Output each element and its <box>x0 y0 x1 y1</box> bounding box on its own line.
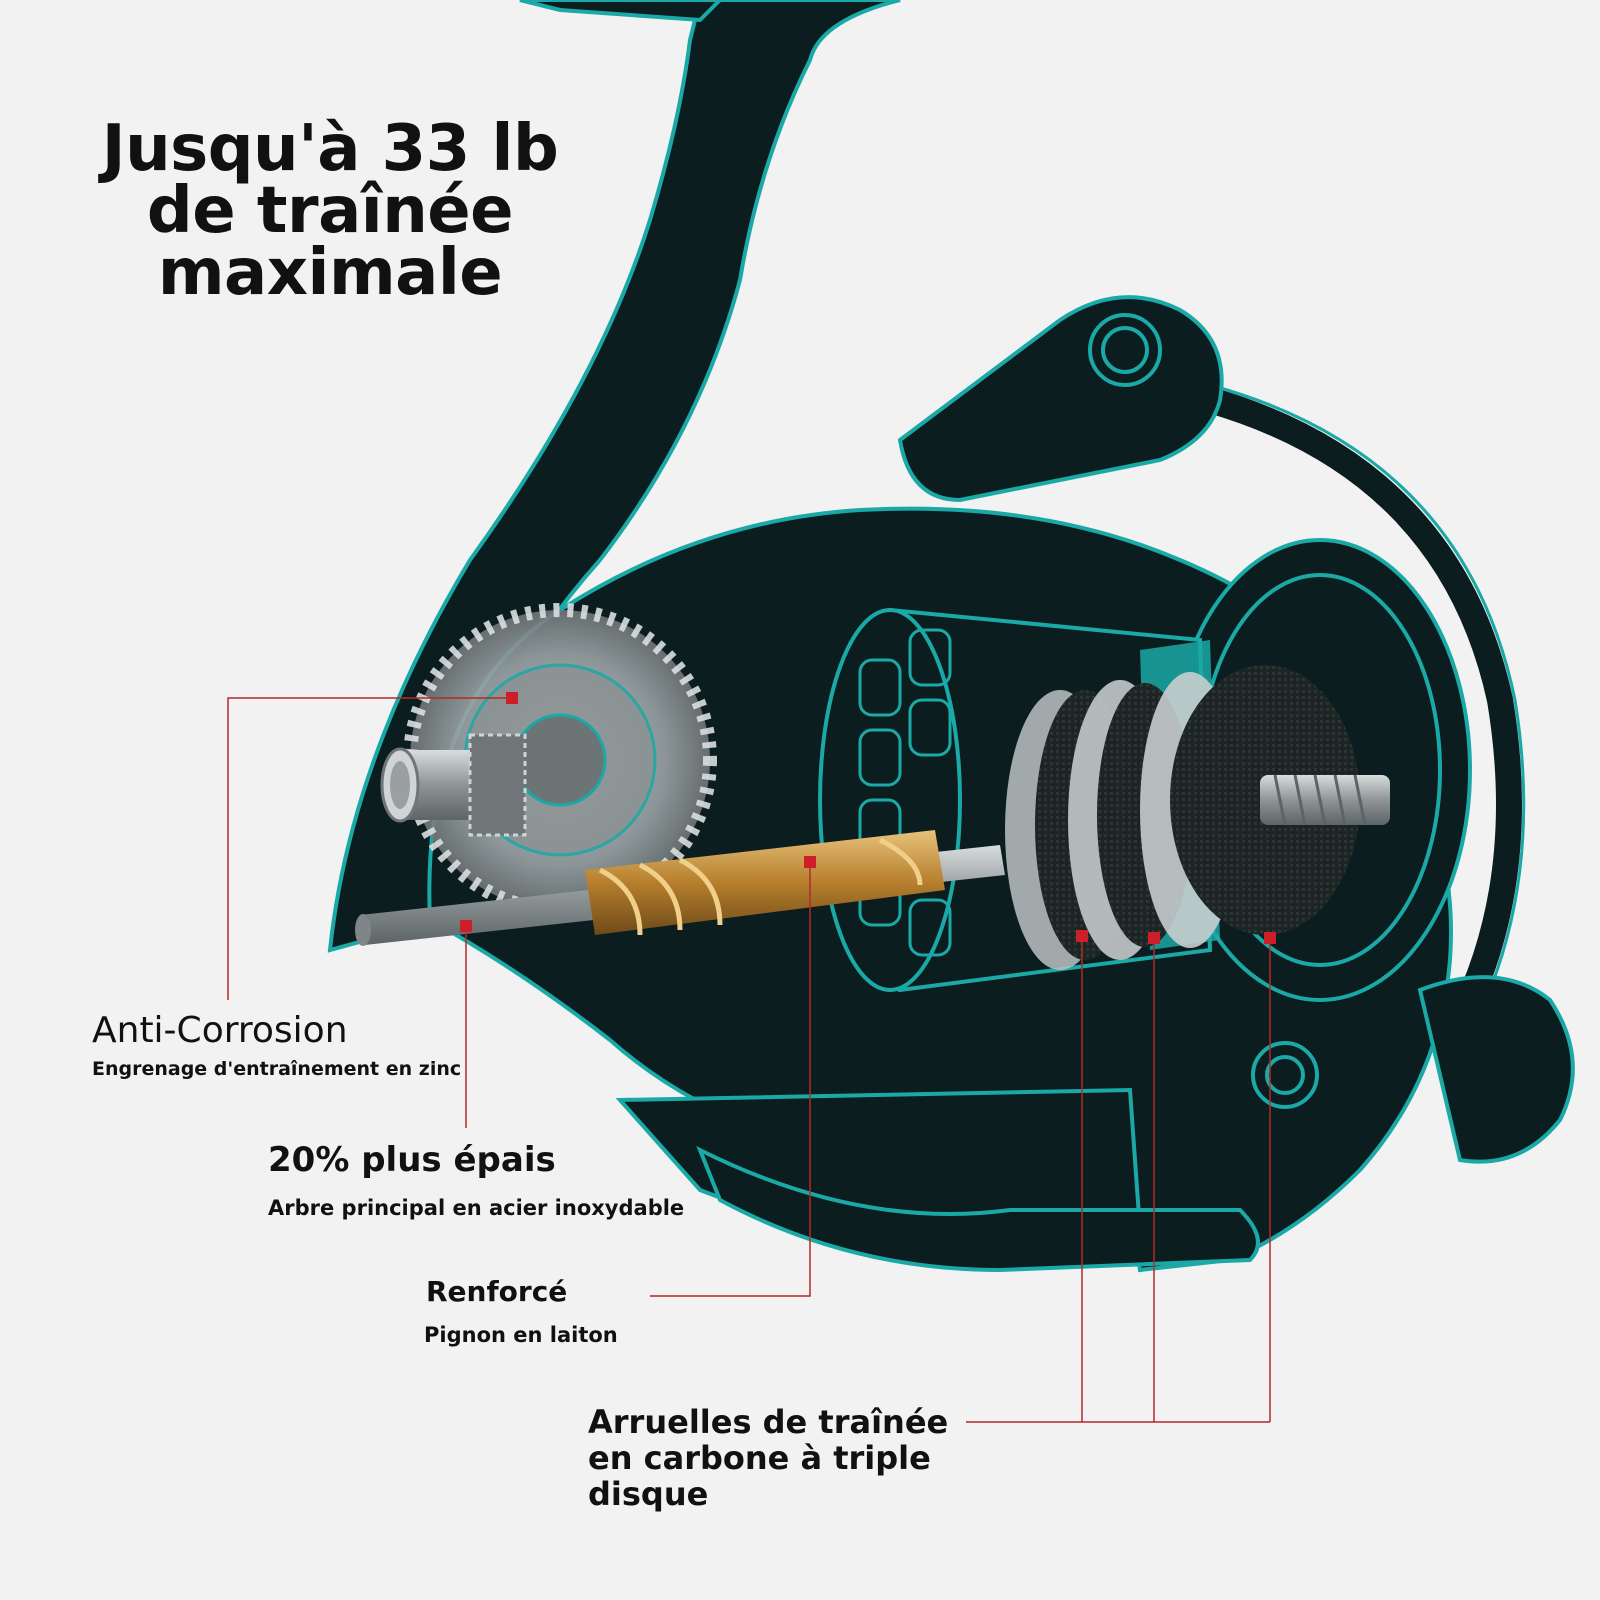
callout-markers <box>460 692 1276 944</box>
headline: Jusqu'à 33 lb de traînée maximale <box>101 112 559 310</box>
callout-subtitle-brass-pinion: Pignon en laiton <box>424 1323 618 1347</box>
line-roller <box>897 295 1224 503</box>
bail-arm <box>1206 387 1522 1026</box>
callout-title-reinforced: Renforcé <box>426 1275 568 1308</box>
handle-knob <box>1251 975 1575 1164</box>
pinion-sleeve <box>380 733 527 837</box>
callout-title-anti-corrosion: Anti-Corrosion <box>92 1010 348 1051</box>
callout-subtitle-drive-gear: Engrenage d'entraînement en zinc <box>92 1058 462 1080</box>
callout-title-thicker-shaft: 20% plus épais <box>268 1140 556 1180</box>
callout-subtitle-main-shaft: Arbre principal en acier inoxydable <box>268 1196 685 1220</box>
leader-lines <box>227 697 1271 1423</box>
brass-pinion <box>585 830 945 936</box>
drag-bolt <box>1260 774 1390 826</box>
callout-title-drag-washers: Arruelles de traînée en carbone à triple… <box>588 1403 949 1513</box>
